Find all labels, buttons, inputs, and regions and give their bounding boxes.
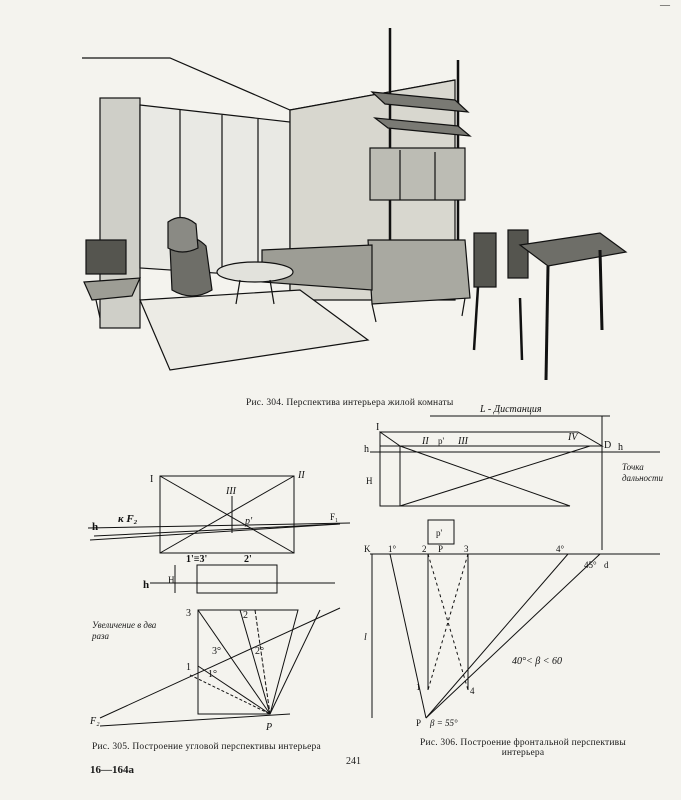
- fig306-label-p-prime: p': [438, 436, 445, 446]
- fig306-label-d: d: [604, 560, 609, 570]
- fig305-label-2prime: 2': [244, 554, 252, 565]
- fig306-beta-range: 40°< β < 60: [512, 656, 562, 667]
- fig305-label-1deg: 1°: [208, 669, 217, 680]
- fig306-label-III: III: [457, 436, 469, 447]
- room-interior-illustration: [82, 28, 628, 381]
- fig306-tochka: Точка дальности: [622, 462, 664, 483]
- fig306-label-I: I: [376, 422, 379, 433]
- fig306-label-1: 1: [416, 682, 421, 692]
- fig305-label-II: II: [297, 470, 305, 481]
- fig306-label-3: 3: [464, 544, 469, 554]
- fig305-label-F1: F₁: [330, 512, 338, 522]
- fig306-label-h: h: [364, 444, 369, 455]
- fig306-label-H: H: [366, 476, 373, 486]
- fig306-label-h-right: h: [618, 442, 623, 453]
- fig305-label-III: III: [225, 486, 237, 497]
- fig305-label-kF2: к F₂: [118, 513, 138, 525]
- fig305-label-P: P: [265, 722, 272, 733]
- fig306-label-1deg: 1°: [388, 544, 397, 554]
- fig306-label-l: l: [364, 632, 367, 643]
- fig306-distance: L - Дистанция: [479, 404, 542, 415]
- fig305-label-I: I: [150, 474, 153, 485]
- figure-305-caption: Рис. 305. Построение угловой перспективы…: [92, 742, 321, 752]
- fig305-label-3deg: 3°: [212, 646, 221, 657]
- fig306-label-p-prime-2: p': [436, 528, 443, 538]
- fig305-label-2deg: 2°: [255, 646, 264, 657]
- fig305-label-1: 1: [186, 662, 191, 673]
- fig305-label-h2: h: [143, 579, 149, 591]
- fig305-label-3: 3: [186, 608, 191, 619]
- fig306-label-K: K: [364, 544, 371, 554]
- fig305-label-p-prime: p': [244, 516, 253, 527]
- fig305-label-H: H: [168, 575, 175, 585]
- fig305-label-1eq3: 1'≡3': [186, 554, 207, 565]
- page-signature: 16—164a: [90, 764, 134, 776]
- fig306-label-45: 45°: [584, 560, 597, 570]
- fig306-label-4: 4: [470, 686, 475, 696]
- fig306-label-4deg: 4°: [556, 544, 565, 554]
- fig306-label-IV: IV: [567, 432, 579, 443]
- fig306-label-2: 2: [422, 544, 427, 554]
- figure-304-caption: Рис. 304. Перспектива интерьера жилой ко…: [246, 398, 454, 408]
- fig305-note: Увеличение в два раза: [92, 620, 157, 641]
- fig305-label-h: h: [92, 521, 98, 533]
- fig305-label-2: 2: [243, 610, 248, 621]
- fig306-label-beta: β = 55°: [429, 718, 458, 728]
- fig305-label-F2: F₂: [89, 716, 100, 727]
- figure-304: Рис. 304. Перспектива интерьера жилой ко…: [82, 28, 628, 408]
- page-number: 241: [346, 756, 361, 767]
- fig306-label-P2: P: [416, 718, 421, 728]
- figure-306-caption: Рис. 306. Построение фронтальной перспек…: [420, 738, 626, 758]
- fig306-label-D: D: [604, 440, 611, 451]
- figure-306: L - Дистанция I II p' III IV D h h H p' …: [360, 400, 681, 770]
- fig306-label-II: II: [421, 436, 429, 447]
- figure-305-diagram: I II III h к F₂ p' F₁ 1'≡3' 2' H h 3 2 1…: [87, 470, 351, 733]
- fig306-label-P: P: [438, 544, 443, 554]
- corner-mark: —: [660, 0, 670, 11]
- figure-305: I II III h к F₂ p' F₁ 1'≡3' 2' H h 3 2 1…: [0, 420, 360, 760]
- figure-306-diagram: L - Дистанция I II p' III IV D h h H p' …: [364, 404, 660, 728]
